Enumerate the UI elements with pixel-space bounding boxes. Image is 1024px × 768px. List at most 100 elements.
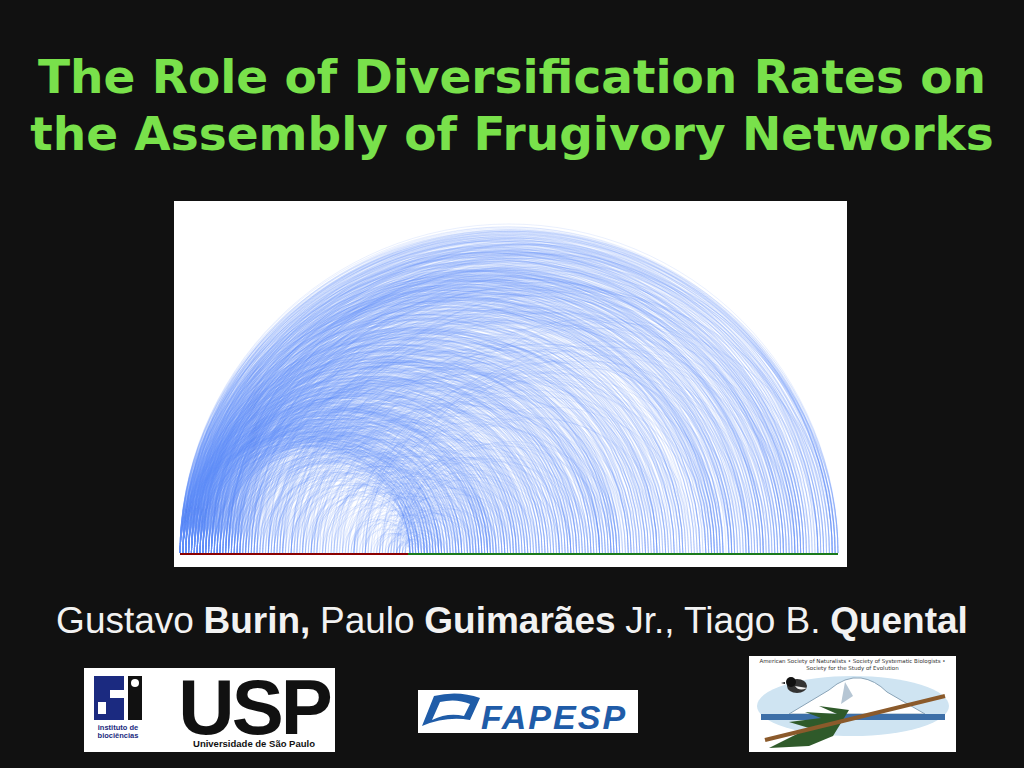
interaction-arc — [399, 355, 794, 553]
interaction-arc — [197, 240, 824, 553]
interaction-arc — [314, 402, 617, 553]
interaction-arc — [183, 243, 804, 553]
interaction-arc — [303, 290, 830, 553]
interaction-arc — [354, 450, 560, 553]
interaction-arc — [186, 230, 833, 553]
interaction-arc — [231, 257, 823, 553]
author-given-name: Paulo — [320, 600, 415, 641]
interaction-arc — [194, 234, 832, 553]
interaction-arc — [405, 533, 444, 553]
interaction-arc — [405, 462, 588, 553]
interaction-arc — [291, 311, 775, 553]
interaction-arc — [226, 268, 795, 553]
interaction-arc — [268, 274, 826, 553]
interaction-arc — [191, 247, 803, 553]
interaction-arc — [206, 251, 810, 553]
interaction-arc — [197, 233, 838, 553]
interaction-arc — [186, 241, 810, 553]
interaction-arc — [217, 244, 835, 553]
interaction-arc — [323, 413, 603, 553]
arc-diagram — [180, 224, 838, 553]
interaction-arc — [254, 280, 801, 553]
interaction-arc — [251, 270, 818, 553]
interaction-arc — [340, 325, 795, 553]
interaction-arc — [237, 280, 783, 553]
interaction-arc — [291, 305, 786, 553]
interaction-arc — [180, 235, 815, 553]
interaction-arc — [203, 251, 807, 553]
interaction-arc — [234, 277, 786, 553]
interaction-arc — [186, 246, 801, 553]
interaction-arc — [248, 340, 674, 553]
interaction-arc — [217, 283, 758, 553]
interaction-arc — [197, 244, 815, 553]
interaction-arc — [183, 241, 807, 553]
interaction-arc — [183, 237, 815, 553]
interaction-arc — [220, 270, 786, 553]
interaction-arc — [354, 373, 715, 553]
interaction-arc — [211, 250, 818, 553]
author-surname: Burin, — [204, 600, 311, 641]
interaction-arc — [382, 444, 599, 553]
interaction-arc — [320, 343, 741, 553]
interaction-arc — [217, 273, 778, 553]
frugivore-axis — [408, 553, 838, 555]
interaction-arc — [314, 403, 614, 553]
interaction-arc — [300, 373, 660, 553]
university-name: Universidade de São Paulo — [176, 738, 332, 750]
interaction-arc — [397, 446, 611, 553]
interaction-arc — [382, 345, 797, 553]
interaction-arc — [186, 231, 830, 553]
interaction-arc — [217, 248, 826, 553]
interaction-arc — [268, 390, 593, 553]
interaction-arc — [191, 250, 797, 553]
interaction-arc — [357, 320, 824, 553]
interaction-arc — [348, 460, 533, 553]
funding-logo-box: FAPESP — [418, 690, 638, 733]
interaction-arc — [394, 470, 560, 553]
author-surname: Quental — [830, 600, 968, 641]
society-names: American Society of Naturalists • Societ… — [759, 658, 946, 671]
usp-wordmark: USP — [176, 668, 332, 746]
interaction-arc — [211, 244, 829, 553]
interaction-arc — [214, 250, 821, 553]
interaction-arc — [189, 234, 827, 553]
interaction-arc — [209, 238, 839, 553]
interaction-arc — [237, 253, 838, 553]
interaction-arc — [214, 258, 803, 553]
interaction-arc — [186, 233, 827, 553]
interaction-arc — [342, 422, 605, 553]
interaction-arc — [405, 509, 493, 553]
interaction-arc — [203, 237, 835, 553]
interaction-arc — [200, 237, 832, 553]
author-given-name: Jr., Tiago B. — [625, 600, 820, 641]
society-logo-box: American Society of Naturalists • Societ… — [749, 656, 956, 752]
interaction-arc — [240, 278, 789, 553]
interaction-arc — [180, 238, 809, 553]
interaction-arc — [183, 238, 812, 553]
interaction-arc — [217, 280, 763, 553]
interaction-arc — [234, 273, 795, 553]
interaction-arc — [220, 263, 801, 553]
interaction-arc — [303, 288, 833, 553]
plant-axis — [180, 553, 408, 555]
interaction-arc — [399, 477, 550, 553]
interaction-arc — [297, 292, 818, 553]
interaction-arc — [234, 342, 657, 553]
interaction-arc — [248, 258, 838, 553]
interaction-arc — [263, 344, 680, 553]
interaction-arc — [214, 270, 780, 553]
interaction-arc — [399, 368, 769, 553]
interaction-arc — [354, 371, 718, 553]
interaction-arc — [291, 321, 755, 553]
interaction-arc — [223, 261, 807, 553]
interaction-arc — [226, 296, 741, 553]
interaction-arc — [405, 407, 697, 553]
interaction-arc — [217, 245, 832, 553]
interaction-arc — [248, 363, 628, 553]
interaction-arc — [220, 320, 686, 553]
interaction-arc — [274, 316, 749, 553]
interaction-arc — [194, 238, 823, 553]
interaction-arc — [226, 265, 801, 553]
interaction-arc — [206, 255, 801, 553]
